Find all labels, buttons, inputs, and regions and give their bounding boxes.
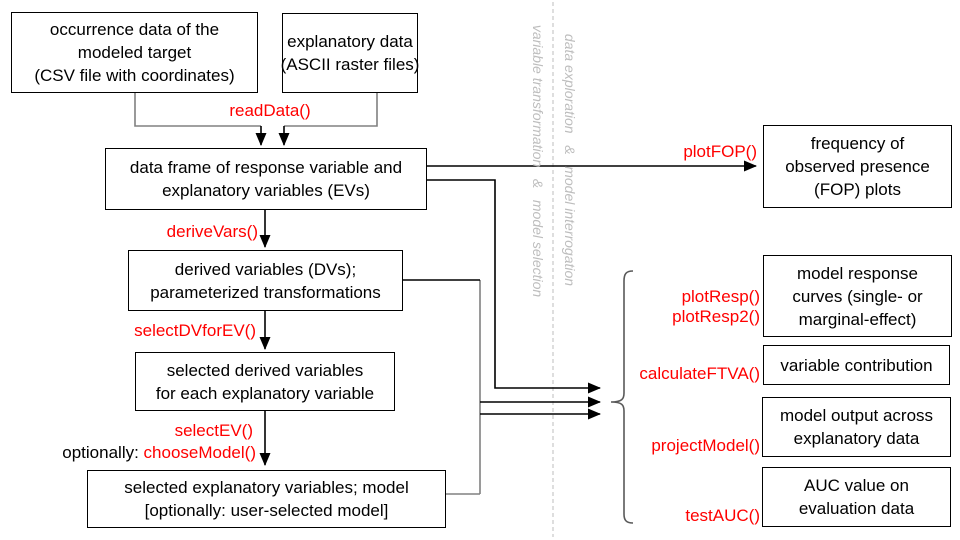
box-line: marginal-effect) [798, 309, 917, 329]
label-calculateftva: calculateFTVA() [639, 364, 760, 383]
box-derived-variables: derived variables (DVs); parameterized t… [128, 250, 403, 311]
label-derivevars: deriveVars() [166, 222, 258, 241]
label-projectmodel: projectModel() [651, 436, 760, 455]
box-line: selected derived variables [166, 360, 364, 380]
connector-explanatory-elbow [284, 93, 378, 127]
box-auc-value: AUC value on evaluation data [762, 467, 951, 527]
box-occurrence-data: occurrence data of the modeled target (C… [11, 12, 258, 93]
label-plotresp-line1: plotResp() [681, 287, 760, 306]
box-selected-dv: selected derived variables for each expl… [135, 352, 395, 411]
box-line: explanatory variables (EVs) [162, 181, 370, 200]
box-line: for each explanatory variable [155, 383, 375, 403]
box-line: modeled target [77, 43, 192, 62]
box-line: derived variables (DVs); [174, 259, 357, 279]
box-line: model output across [779, 406, 934, 425]
box-dataframe-ev: data frame of response variable and expl… [105, 148, 427, 210]
box-line: frequency of [810, 134, 905, 153]
label-plotresp: plotResp() plotResp2() [672, 287, 760, 327]
box-line: (FOP) plots [814, 180, 901, 199]
label-plotresp-line2: plotResp2() [672, 307, 760, 326]
box-line: parameterized transformations [150, 282, 381, 302]
section-label-right: data exploration & model interrogation [562, 33, 578, 287]
box-line: (CSV file with coordinates) [34, 66, 235, 85]
box-line: [optionally: user-selected model] [144, 501, 389, 520]
box-line: variable contribution [780, 355, 933, 375]
section-label-left: variable transformation & model selectio… [530, 24, 546, 298]
label-testauc: testAUC() [685, 506, 760, 525]
box-line: observed presence [785, 157, 930, 176]
box-explanatory-data: explanatory data (ASCII raster files) [280, 13, 420, 93]
box-line: AUC value on [804, 476, 909, 495]
label-selectdvforev: selectDVforEV() [134, 321, 256, 340]
label-choosemodel: optionally: chooseModel() [62, 443, 256, 463]
connector-occurrence-elbow [134, 93, 261, 127]
label-plotfop: plotFOP() [683, 142, 757, 161]
box-line: evaluation data [798, 499, 915, 518]
box-selected-ev-model: selected explanatory variables; model [o… [87, 470, 446, 528]
label-choosemodel-fn: chooseModel() [143, 443, 256, 462]
box-model-output: model output across explanatory data [762, 397, 951, 457]
box-line: occurrence data of the [49, 20, 220, 39]
box-line: curves (single- or [792, 286, 923, 306]
box-fop-plots: frequency of observed presence (FOP) plo… [763, 125, 952, 208]
box-line: explanatory data [287, 32, 413, 51]
label-readdata: readData() [229, 101, 311, 120]
box-line: data frame of response variable and [129, 158, 403, 177]
arrow-dataframe-to-brace [427, 179, 601, 394]
box-variable-contribution: variable contribution [763, 345, 950, 385]
box-line: (ASCII raster files) [280, 55, 420, 74]
box-line: model response [797, 263, 918, 283]
label-selectev: selectEV() [174, 421, 253, 440]
label-optionally-prefix: optionally: [62, 443, 144, 462]
box-response-curves: model response curves (single- or margin… [763, 255, 952, 337]
box-line: selected explanatory variables; model [124, 478, 409, 497]
grouping-brace [610, 270, 634, 524]
box-line: explanatory data [793, 429, 920, 448]
